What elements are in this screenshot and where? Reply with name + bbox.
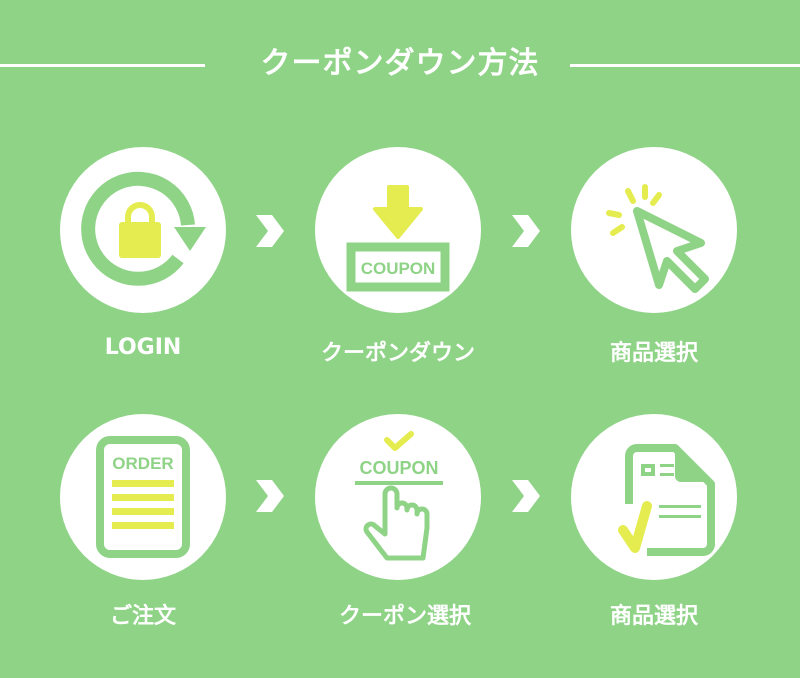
step-order: ORDER	[60, 414, 226, 580]
step-select-product-label: 商品選択	[609, 341, 698, 366]
step-select-product	[571, 147, 737, 313]
coupon-select-icon: COUPON	[355, 431, 443, 561]
chevron-right-icon	[512, 480, 540, 512]
cursor-click-icon	[606, 184, 709, 293]
page-title: クーポンダウン方法	[260, 46, 540, 81]
svg-text:ORDER: ORDER	[112, 454, 173, 473]
step-order-label: ご注文	[109, 604, 176, 629]
step-select-product-2-label: 商品選択	[609, 604, 698, 629]
document-check-icon	[618, 444, 715, 556]
step-coupon-download: COUPON	[315, 147, 481, 313]
title-line-right	[570, 64, 800, 67]
step-coupon-select-label: クーポン選択	[338, 604, 471, 629]
step-login-label: LOGIN	[104, 335, 182, 360]
chevron-right-icon	[256, 480, 284, 512]
chevron-right-icon	[256, 215, 284, 247]
order-document-icon: ORDER	[96, 436, 190, 558]
step-coupon-download-label: クーポンダウン	[320, 341, 475, 366]
step-login	[60, 147, 226, 313]
svg-text:COUPON: COUPON	[361, 259, 436, 278]
chevron-right-icon	[512, 215, 540, 247]
login-lock-icon	[81, 171, 206, 286]
svg-text:COUPON: COUPON	[359, 458, 438, 478]
coupon-download-icon: COUPON	[346, 185, 450, 292]
step-coupon-select: COUPON	[315, 414, 481, 580]
step-select-product-2	[571, 414, 737, 580]
title-line-left	[0, 64, 205, 67]
